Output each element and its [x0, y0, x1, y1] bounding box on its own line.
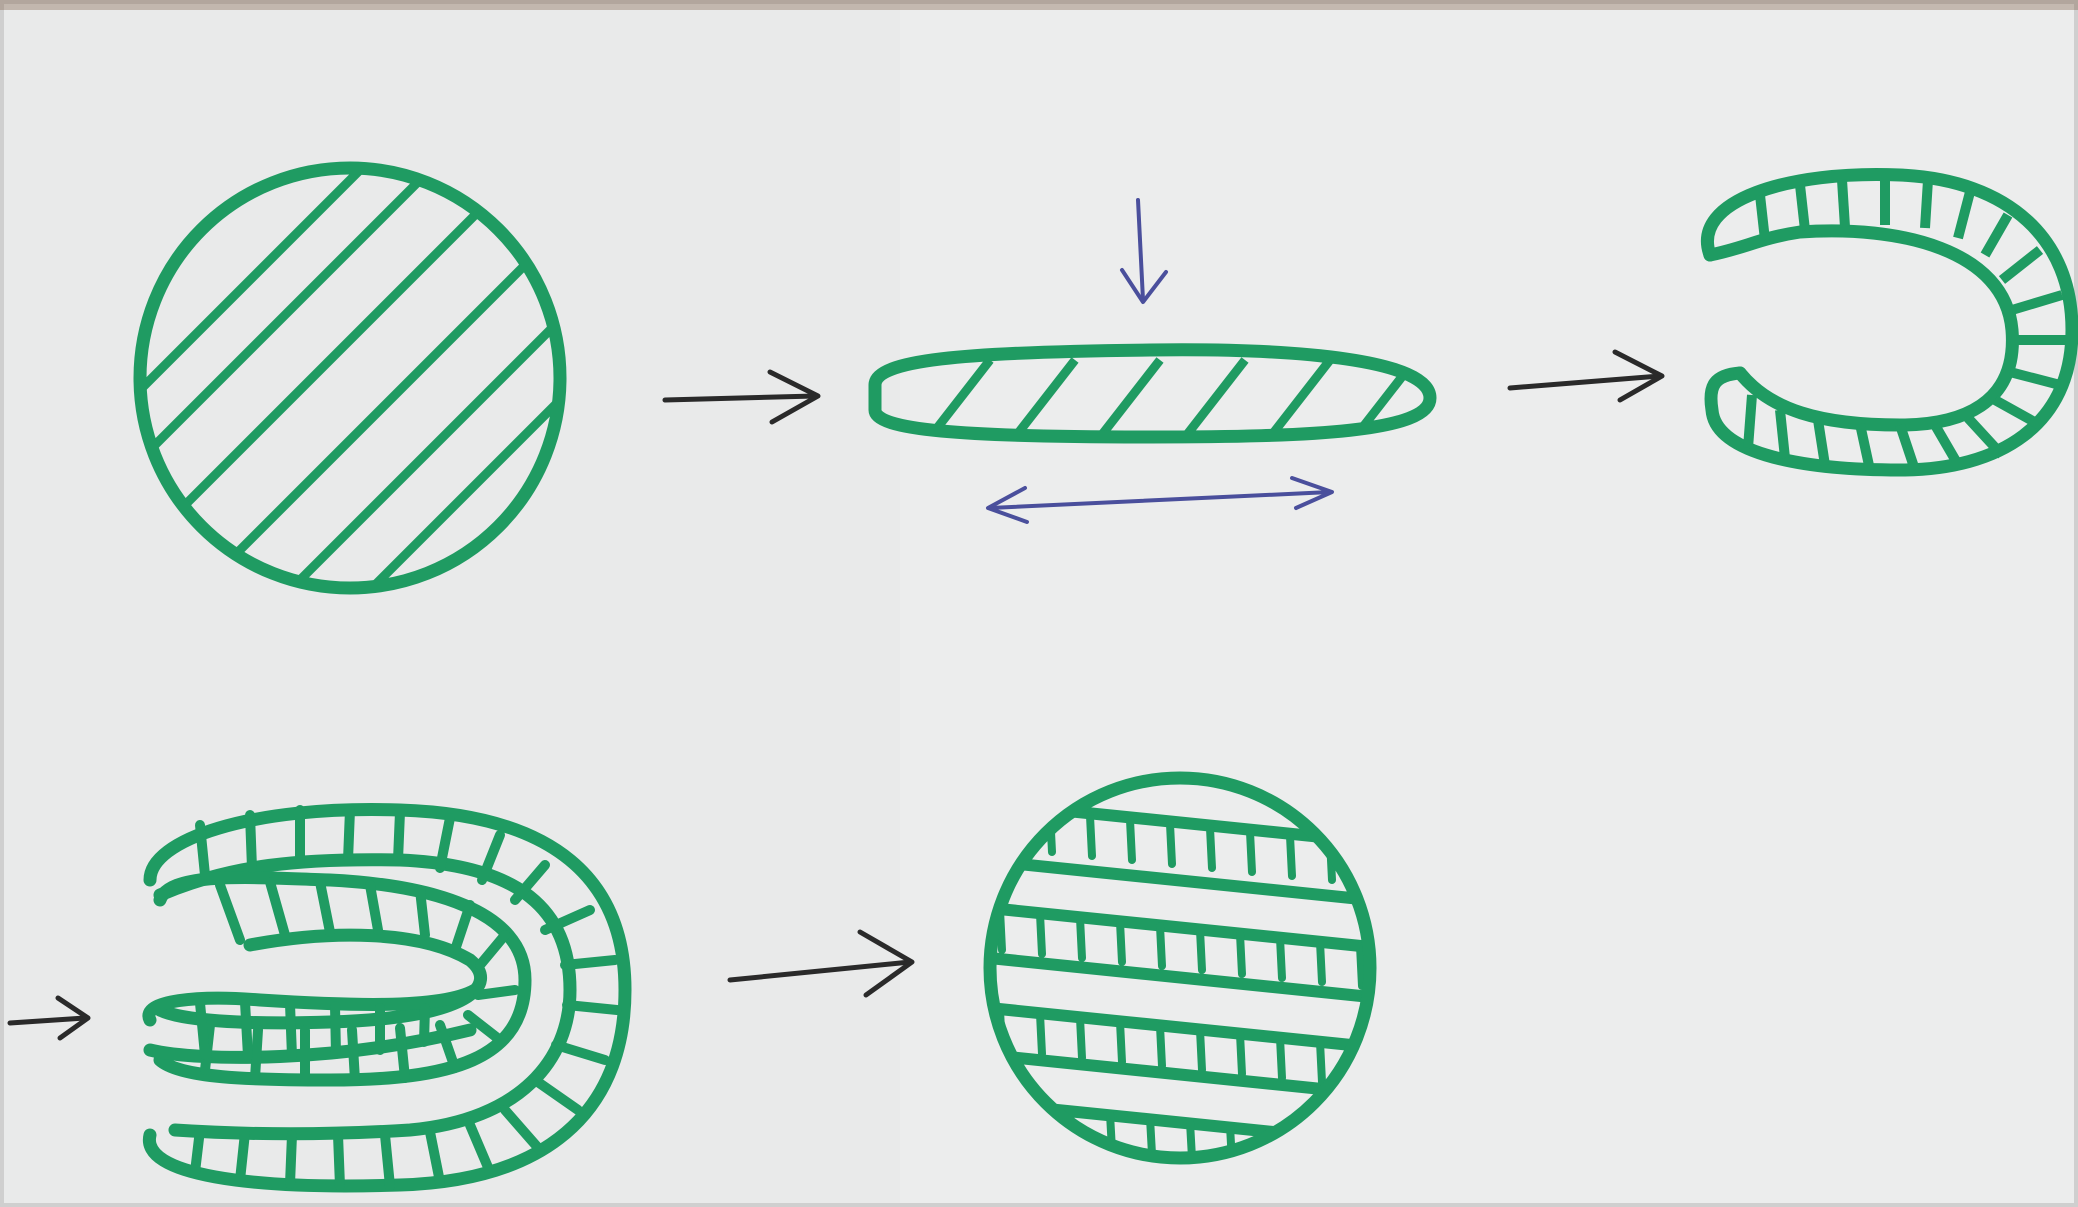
top-edge-shadow [0, 0, 2078, 10]
